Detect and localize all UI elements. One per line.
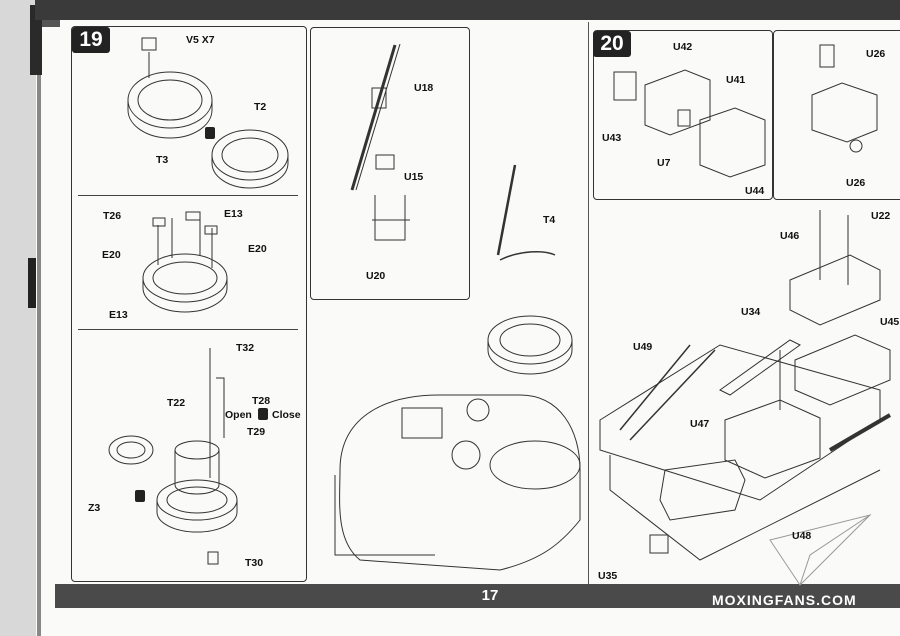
transmission-u26 (811, 44, 878, 153)
cement-symbol-icon (258, 408, 268, 420)
watermark-plane-logo (769, 514, 872, 586)
label-u7: U7 (657, 157, 671, 169)
turret-ring-t3 (127, 71, 213, 139)
binding-shadow (30, 5, 42, 75)
step20-panel-b (773, 30, 900, 200)
bottom-band (55, 584, 900, 608)
label-t22: T22 (167, 397, 186, 409)
turret-ring-e20 (142, 253, 228, 313)
top-band (35, 0, 900, 20)
part-v5 (141, 37, 157, 51)
step19-divider-1 (78, 195, 298, 196)
label-e13-top: E13 (224, 208, 243, 220)
label-open: Open (225, 409, 252, 421)
label-t2: T2 (254, 101, 267, 113)
binding-edge (0, 0, 36, 636)
engine-block-u41 (613, 69, 766, 178)
step20-panel-a (593, 30, 773, 200)
label-u35: U35 (598, 570, 618, 582)
step20-vertical-divider (588, 22, 589, 584)
label-v5-x7: V5 X7 (186, 34, 215, 46)
turret-ring-t4 (487, 164, 573, 375)
label-t32: T32 (236, 342, 255, 354)
chassis-frame (599, 210, 892, 561)
label-u20: U20 (366, 270, 386, 282)
label-u15: U15 (404, 171, 424, 183)
page-number: 17 (481, 587, 499, 604)
label-t26: T26 (103, 210, 122, 222)
label-e20-right: E20 (248, 243, 267, 255)
watermark-text: MOXINGFANS.COM (712, 592, 857, 608)
cement-symbol-icon (135, 490, 145, 502)
label-u43: U43 (602, 132, 622, 144)
gun-barrel-u18 (350, 43, 410, 241)
label-u34: U34 (741, 306, 761, 318)
label-u41: U41 (726, 74, 746, 86)
hatch-z3 (108, 435, 154, 465)
label-e20-left: E20 (102, 249, 121, 261)
binding-mark (28, 258, 36, 308)
gun-subassembly-panel (310, 27, 470, 300)
cupola-assembly (156, 440, 238, 533)
cement-symbol-icon (205, 127, 215, 139)
label-close: Close (272, 409, 301, 421)
label-u42: U42 (673, 41, 693, 53)
label-t4: T4 (543, 214, 556, 226)
step19-divider-2 (78, 329, 298, 330)
label-u46: U46 (780, 230, 800, 242)
label-u48: U48 (792, 530, 812, 542)
label-u49: U49 (633, 341, 653, 353)
label-u26-top: U26 (866, 48, 886, 60)
step20-badge: 20 (593, 31, 631, 57)
label-u18: U18 (414, 82, 434, 94)
label-t30: T30 (245, 557, 264, 569)
label-u26-bottom: U26 (846, 177, 866, 189)
label-z3: Z3 (88, 502, 101, 514)
label-u47: U47 (690, 418, 710, 430)
label-e13-bottom: E13 (109, 309, 128, 321)
step19-badge: 19 (72, 27, 110, 53)
hull-deck (334, 394, 581, 571)
label-t28: T28 (252, 395, 271, 407)
binding-strip (37, 0, 41, 636)
turret-ring-t2 (211, 129, 289, 189)
label-u22: U22 (871, 210, 891, 222)
label-u44: U44 (745, 185, 765, 197)
label-t29: T29 (247, 426, 266, 438)
label-u45: U45 (880, 316, 900, 328)
step19-panel (71, 26, 307, 582)
label-t3: T3 (156, 154, 169, 166)
